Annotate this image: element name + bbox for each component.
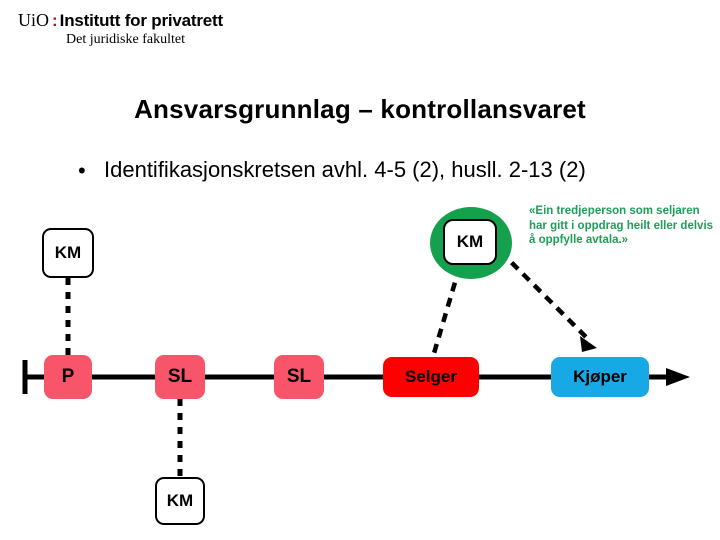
logo-institute-line: UiO:Institutt for privatrett (18, 10, 348, 31)
node-selger[interactable]: Selger (383, 357, 479, 397)
bullet-item-text: Identifikasjonskretsen avhl. 4-5 (2), hu… (104, 157, 586, 182)
logo-faculty-name: Det juridiske fakultet (66, 32, 185, 47)
page-title: Ansvarsgrunnlag – kontrollansvaret (134, 94, 586, 124)
node-kjoper[interactable]: Kjøper (551, 357, 649, 397)
node-p[interactable]: P (44, 355, 92, 399)
dashed-arrow-kjoper-arrowhead-icon (580, 336, 597, 352)
node-km-bottom[interactable]: KM (155, 477, 205, 525)
bullet-list: • Identifikasjonskretsen avhl. 4-5 (2), … (78, 155, 698, 184)
logo-institute-name: Institutt for privatrett (59, 11, 224, 30)
node-km-highlighted[interactable]: KM (443, 219, 497, 265)
chain-right-arrowhead-icon (666, 368, 690, 386)
node-sl-first[interactable]: SL (155, 355, 205, 399)
logo-uio-wordmark: UiO (18, 10, 49, 30)
node-sl-second[interactable]: SL (274, 355, 324, 399)
definition-quote: «Ein tredjeperson som seljaren har gitt … (529, 205, 714, 246)
logo-colon-icon: : (52, 11, 58, 30)
uio-logo: UiO:Institutt for privatrett Det juridis… (18, 10, 348, 52)
bullet-marker-icon: • (78, 158, 86, 183)
node-km-left[interactable]: KM (42, 228, 94, 278)
